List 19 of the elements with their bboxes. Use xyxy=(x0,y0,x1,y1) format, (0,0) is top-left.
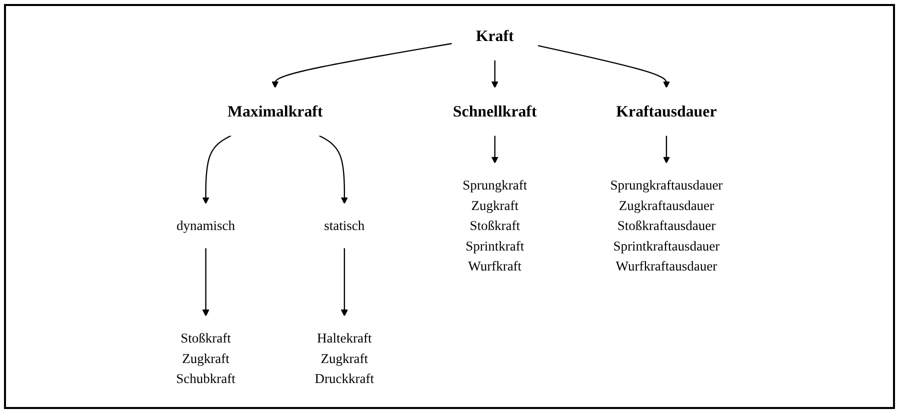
arrow xyxy=(538,45,670,88)
node-text: Kraftausdauer xyxy=(616,102,717,120)
node-text: dynamisch xyxy=(176,218,236,234)
arrow xyxy=(318,134,348,204)
node-text: Maximalkraft xyxy=(228,102,323,120)
arrow xyxy=(341,248,348,316)
arrow xyxy=(491,135,498,164)
node-text: Schnellkraft xyxy=(453,102,537,120)
node-text: statisch xyxy=(324,218,365,234)
arrow xyxy=(202,248,210,316)
node-text: Sprungkraft Zugkraft Stoßkraft Sprintkraft Wurfkraft xyxy=(462,178,528,274)
node-text: Stoßkraft Zugkraft Schubkraft xyxy=(176,330,236,386)
node-text: Haltekraft Zugkraft Druckkraft xyxy=(314,330,374,386)
node-text: Kraft xyxy=(476,27,514,45)
arrow xyxy=(491,60,498,88)
node-text: Sprungkraftausdauer Zugkraftausdauer Stoßkraftausdauer Sprintkraftausdauer Wurfkraftausdauer xyxy=(610,178,723,274)
arrow xyxy=(202,134,232,204)
arrow xyxy=(272,42,452,88)
arrow xyxy=(663,135,670,164)
